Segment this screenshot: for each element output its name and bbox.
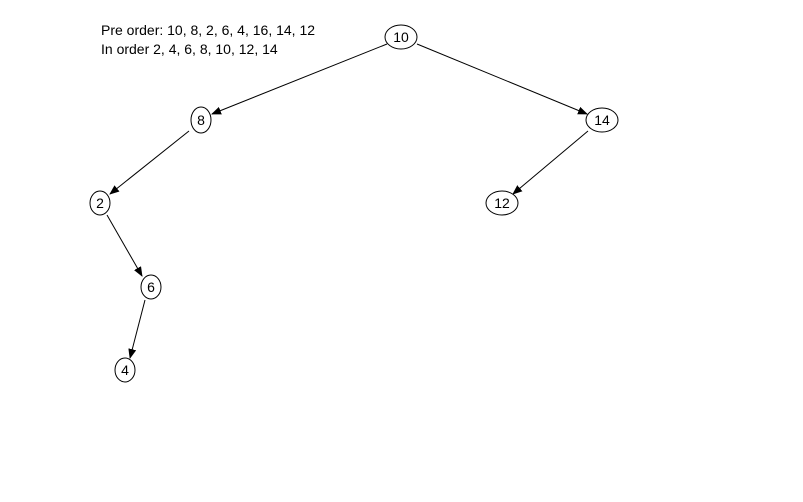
node-label: 4 bbox=[121, 362, 129, 378]
tree-node-12: 12 bbox=[485, 190, 519, 216]
node-ellipse bbox=[384, 24, 418, 50]
node-ellipse bbox=[485, 190, 519, 216]
node-label: 14 bbox=[594, 112, 610, 128]
node-label: 6 bbox=[147, 279, 155, 295]
edges-layer bbox=[106, 43, 589, 359]
edge-n8-n2 bbox=[109, 130, 190, 195]
node-label: 2 bbox=[96, 195, 104, 211]
edge-n10-n8 bbox=[211, 43, 388, 115]
pre-order-caption: Pre order: 10, 8, 2, 6, 4, 16, 14, 12 bbox=[101, 22, 316, 38]
tree-node-14: 14 bbox=[585, 107, 619, 133]
tree-node-6: 6 bbox=[140, 274, 162, 300]
tree-node-10: 10 bbox=[384, 24, 418, 50]
node-ellipse bbox=[585, 107, 619, 133]
node-label: 12 bbox=[494, 195, 510, 211]
node-label: 8 bbox=[197, 112, 205, 128]
edge-n14-n12 bbox=[512, 130, 589, 195]
node-ellipse bbox=[140, 274, 162, 300]
tree-node-4: 4 bbox=[114, 357, 136, 383]
tree-node-2: 2 bbox=[89, 190, 111, 216]
edge-n2-n6 bbox=[106, 214, 143, 277]
node-ellipse bbox=[190, 106, 212, 134]
node-ellipse bbox=[89, 190, 111, 216]
edge-n6-n4 bbox=[128, 299, 146, 359]
nodes-layer: 10 8 14 2 12 6 4 bbox=[89, 24, 619, 383]
in-order-caption: In order 2, 4, 6, 8, 10, 12, 14 bbox=[101, 41, 278, 57]
tree-node-8: 8 bbox=[190, 106, 212, 134]
node-label: 10 bbox=[393, 29, 409, 45]
node-ellipse bbox=[114, 357, 136, 383]
edge-n10-n14 bbox=[416, 43, 588, 115]
